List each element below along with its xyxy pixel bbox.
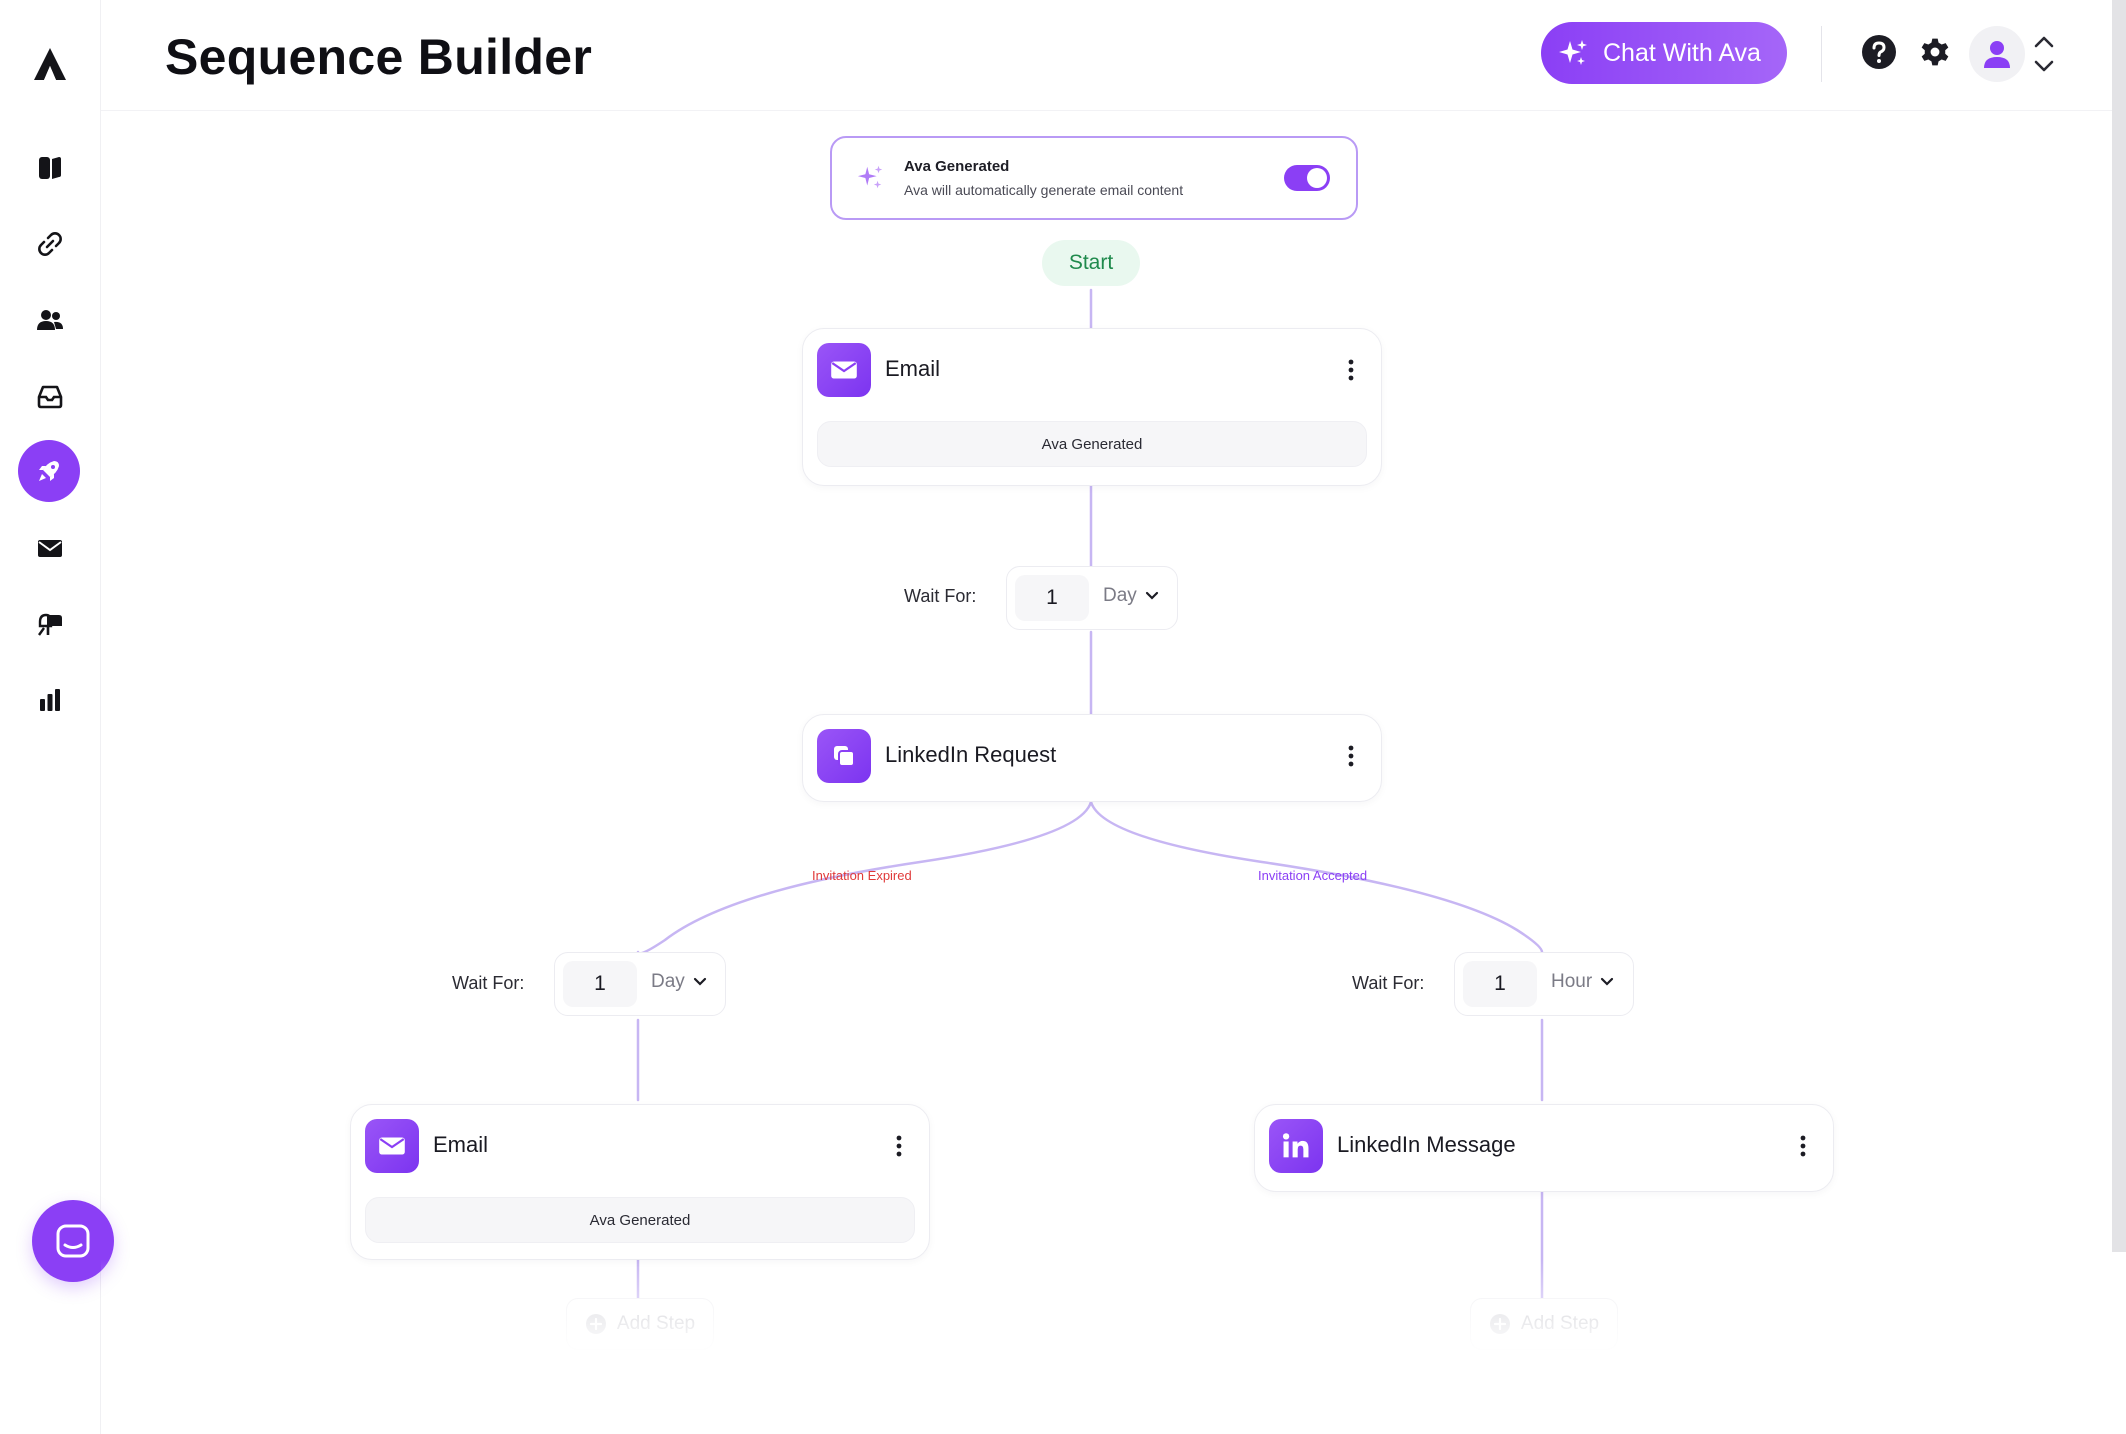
ava-generated-pill[interactable]: Ava Generated <box>365 1197 915 1243</box>
wait-unit-select[interactable]: Day <box>651 971 707 993</box>
wait-for-label: Wait For: <box>1352 973 1425 993</box>
ava-card-title: Ava Generated <box>904 158 1010 175</box>
email-step-node[interactable]: Email Ava Generated <box>802 328 1382 486</box>
users-icon[interactable] <box>22 292 78 348</box>
gear-icon[interactable] <box>1917 34 1953 70</box>
connector-branch-expired <box>636 800 1093 955</box>
chevron-down-icon <box>1601 977 1614 986</box>
chevron-down-icon <box>1145 591 1158 600</box>
plus-circle-icon <box>585 1314 606 1334</box>
wait-value-input[interactable]: 1 <box>1015 575 1089 621</box>
sidebar <box>0 0 114 1434</box>
account-switcher-chevrons-icon[interactable] <box>2031 32 2057 76</box>
link-icon[interactable] <box>22 216 78 272</box>
wait-value-input[interactable]: 1 <box>1463 961 1537 1007</box>
email-step-node[interactable]: Email Ava Generated <box>350 1104 930 1260</box>
analytics-icon[interactable] <box>22 672 78 728</box>
inbox-icon[interactable] <box>22 368 78 424</box>
sparkles-icon <box>1559 40 1587 65</box>
add-step-label: Add Step <box>1520 1313 1600 1334</box>
email-step-title: Email <box>433 1132 489 1157</box>
user-avatar[interactable] <box>1969 26 2025 82</box>
ava-card-subtitle: Ava will automatically generate email co… <box>904 182 1184 198</box>
wait-unit-label: Day <box>1103 585 1137 606</box>
add-step-button[interactable]: Add Step <box>566 1298 714 1350</box>
ava-generated-toggle[interactable] <box>1284 165 1330 191</box>
ava-generated-card: Ava Generated Ava will automatically gen… <box>830 136 1358 220</box>
mailbox-icon[interactable] <box>22 596 78 652</box>
add-step-label: Add Step <box>616 1313 696 1334</box>
wait-unit-label: Day <box>651 971 685 992</box>
user-icon <box>1984 41 2010 68</box>
scrollbar[interactable] <box>2112 0 2126 1252</box>
connector-branch-accepted <box>1089 800 1544 954</box>
linkedin-message-node[interactable]: LinkedIn Message <box>1254 1104 1834 1192</box>
wait-duration-control: 1 Day <box>554 952 726 1016</box>
header-divider <box>1821 26 1822 82</box>
linkedin-request-node[interactable]: LinkedIn Request <box>802 714 1382 802</box>
add-step-button[interactable]: Add Step <box>1470 1298 1618 1350</box>
wait-for-label: Wait For: <box>904 586 977 606</box>
page-title: Sequence Builder <box>165 29 593 85</box>
more-options-icon[interactable] <box>1793 1131 1813 1161</box>
start-badge: Start <box>1042 240 1140 286</box>
wait-for-label: Wait For: <box>452 973 525 993</box>
rocket-icon[interactable] <box>18 440 80 502</box>
linkedin-message-title: LinkedIn Message <box>1337 1132 1516 1157</box>
wait-unit-select[interactable]: Day <box>1103 585 1159 607</box>
wait-unit-label: Hour <box>1551 971 1593 992</box>
plus-circle-icon <box>1489 1314 1510 1334</box>
wait-value-input[interactable]: 1 <box>563 961 637 1007</box>
wait-unit-select[interactable]: Hour <box>1551 971 1614 993</box>
linkedin-request-icon <box>817 729 871 783</box>
chevron-down-icon <box>693 977 706 986</box>
linkedin-icon <box>1269 1119 1323 1173</box>
linkedin-request-title: LinkedIn Request <box>885 742 1057 767</box>
chat-with-ava-button[interactable]: Chat With Ava <box>1541 22 1787 84</box>
wait-duration-control: 1 Day <box>1006 566 1178 630</box>
support-chat-icon[interactable] <box>32 1200 114 1282</box>
help-icon[interactable] <box>1861 34 1897 70</box>
email-step-title: Email <box>885 356 941 381</box>
wait-duration-control: 1 Hour <box>1454 952 1634 1016</box>
app-logo[interactable] <box>30 44 70 84</box>
mail-icon[interactable] <box>22 520 78 576</box>
envelope-icon <box>365 1119 419 1173</box>
top-header: Sequence Builder Chat With Ava <box>101 0 2112 111</box>
branch-label-accepted: Invitation Accepted <box>1258 868 1368 883</box>
more-options-icon[interactable] <box>1341 741 1361 771</box>
envelope-icon <box>817 343 871 397</box>
ava-generated-pill[interactable]: Ava Generated <box>817 421 1367 467</box>
chat-with-ava-label: Chat With Ava <box>1603 38 1761 67</box>
more-options-icon[interactable] <box>1341 355 1361 385</box>
more-options-icon[interactable] <box>889 1131 909 1161</box>
branch-label-expired: Invitation Expired <box>812 868 912 883</box>
pages-icon[interactable] <box>22 140 78 196</box>
sparkles-icon <box>856 162 888 194</box>
